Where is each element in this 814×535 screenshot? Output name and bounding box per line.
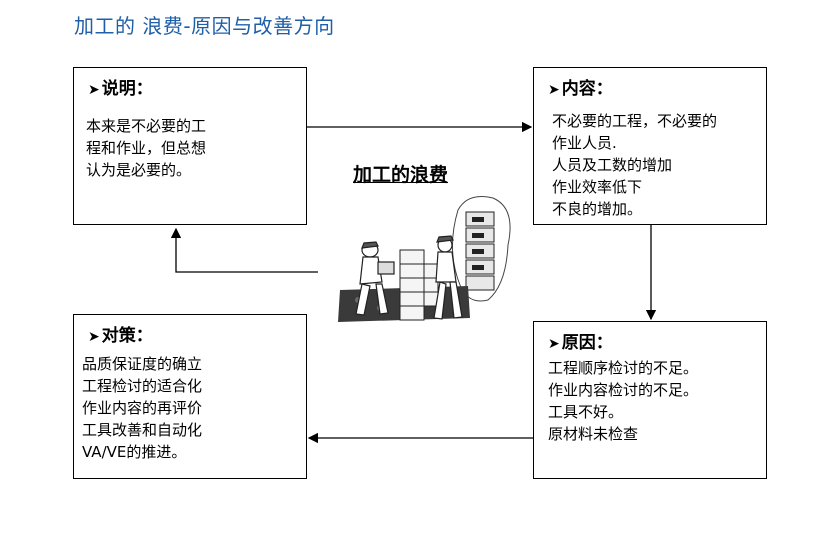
content-box: ➤内容： 不必要的工程，不必要的 作业人员. 人员及工数的增加 作业效率低下 不… <box>533 67 767 225</box>
content-heading: ➤内容： <box>548 79 613 99</box>
measure-box: ➤对策： 品质保证度的确立 工程检讨的适合化 作业内容的再评价 工具改善和自动化… <box>73 314 307 479</box>
bullet-arrow-icon: ➤ <box>88 82 100 98</box>
description-heading: ➤说明： <box>88 79 153 99</box>
measure-heading: ➤对策： <box>88 326 153 346</box>
cause-box: ➤原因： 工程顺序检讨的不足。 作业内容检讨的不足。 工具不好。 原材料未检查 <box>533 321 767 479</box>
description-text: 本来是不必要的工 程和作业，但总想 认为是必要的。 <box>86 117 207 179</box>
center-title: 加工的浪费 <box>353 164 449 186</box>
worker-illustration <box>338 196 511 322</box>
cause-heading: ➤原因： <box>548 333 613 353</box>
bullet-arrow-icon: ➤ <box>548 336 560 352</box>
content-text: 不必要的工程，不必要的 作业人员. 人员及工数的增加 作业效率低下 不良的增加。 <box>552 112 718 218</box>
bullet-arrow-icon: ➤ <box>548 82 560 98</box>
measure-text: 品质保证度的确立 工程检讨的适合化 作业内容的再评价 工具改善和自动化 VA/V… <box>82 355 203 461</box>
arrow-illustration-to-description <box>170 227 318 273</box>
bullet-arrow-icon: ➤ <box>88 329 100 345</box>
page-title: 加工的 浪费-原因与改善方向 <box>74 14 335 38</box>
description-box: ➤说明： 本来是不必要的工 程和作业，但总想 认为是必要的。 <box>73 67 307 225</box>
cause-text: 工程顺序检讨的不足。 作业内容检讨的不足。 工具不好。 原材料未检查 <box>548 359 699 443</box>
